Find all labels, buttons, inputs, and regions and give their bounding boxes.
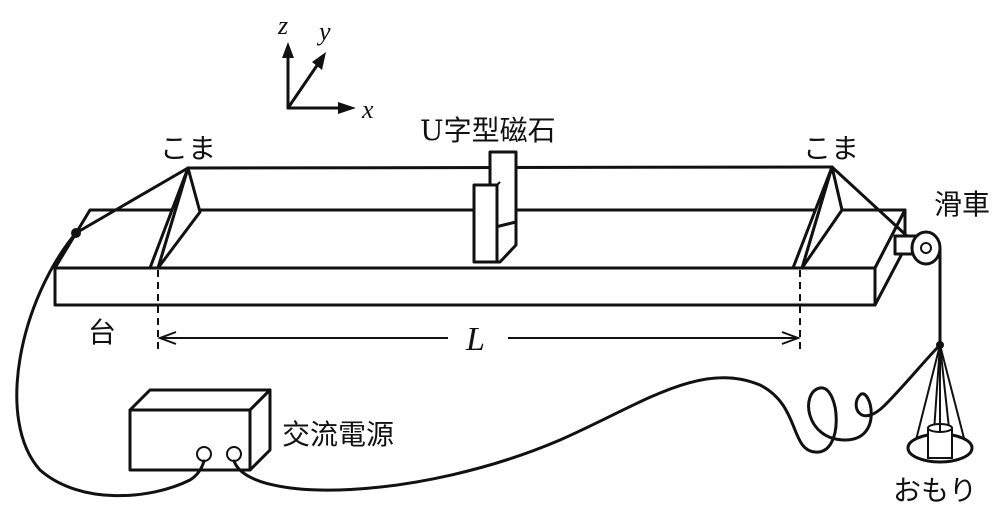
power-supply-label: 交流電源: [282, 418, 394, 451]
power-supply-top: [128, 388, 272, 412]
bridge-right: [791, 165, 844, 270]
string-left-end: [74, 166, 190, 235]
pulley: [893, 230, 942, 347]
weight-assembly: [906, 341, 974, 464]
z-axis-label: z: [277, 11, 288, 40]
ac-power-supply: [128, 388, 272, 472]
lead-wire-right: [232, 343, 942, 492]
weight-mass: [927, 427, 953, 459]
bridge-right-label: こま: [803, 132, 859, 165]
y-arrowhead: [312, 52, 326, 70]
hang-string-1: [913, 344, 941, 449]
terminal-right: [226, 446, 242, 462]
magnet-edge: [496, 181, 501, 186]
magnet-front-pole: [472, 183, 499, 264]
bridge-left: [148, 166, 202, 270]
y-axis-arrow: [286, 62, 320, 110]
pulley-label: 滑車: [934, 188, 990, 221]
x-arrowhead: [338, 102, 356, 114]
bridge-left-side: [148, 166, 190, 270]
base-front-face: [53, 266, 877, 307]
hang-string-4: [939, 344, 967, 447]
y-axis-label: y: [316, 17, 331, 46]
u-magnet: [472, 150, 518, 264]
bridge-right-side: [791, 165, 834, 270]
power-supply-side: [248, 388, 272, 472]
weight-label: おもり: [893, 474, 977, 506]
coordinate-axes: z y x: [277, 11, 374, 124]
dimension-arrow-right: [781, 331, 801, 345]
pulley-axle: [920, 242, 932, 254]
dimension-arrow-left: [157, 331, 177, 345]
z-arrowhead: [282, 42, 294, 58]
base-label: 台: [88, 316, 116, 349]
lead-wire-left: [15, 231, 206, 498]
bridge-left-label: こま: [160, 132, 216, 165]
length-dimension: [157, 270, 801, 352]
x-axis-label: x: [361, 95, 374, 124]
magnet-label: U字型磁石: [420, 114, 556, 147]
length-label: L: [465, 321, 485, 358]
lead-wires: [15, 231, 942, 498]
terminal-left: [196, 446, 212, 462]
